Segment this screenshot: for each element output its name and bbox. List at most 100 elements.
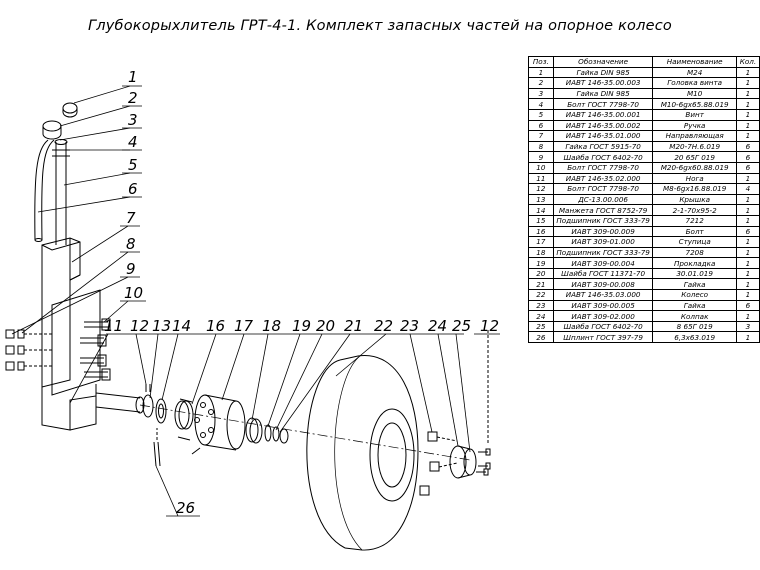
cell-qty: 6 [735,225,760,238]
cell-pos: 21 [528,278,554,291]
cell-designation: Гайка ГОСТ 5915-70 [552,140,654,153]
cell-pos: 14 [528,204,554,216]
cell-qty: 1 [735,66,760,79]
wheel-nuts [419,431,458,496]
callout-12b: 12 [480,317,499,335]
cell-name: М20-6gх60.88.019 [652,161,737,174]
cell-qty: 1 [735,278,760,291]
cap-bolts [476,330,491,476]
cell-qty: 1 [735,172,760,185]
cell-qty: 1 [735,98,760,110]
callout-24: 24 [428,317,447,335]
cell-pos: 5 [528,108,554,121]
callout-9: 9 [126,260,136,278]
callout-underlines [106,85,500,335]
cell-name: Колесо [652,289,737,301]
hub-cap [449,445,477,479]
cell-name: Гайка [652,278,737,291]
cell-designation: ИАВТ 146-35.00.002 [552,119,654,132]
cell-qty: 4 [735,183,760,195]
cell-designation: ИАВТ 146-35.00.003 [552,77,654,89]
cell-name: М20-7Н.6.019 [652,140,737,153]
cell-qty: 1 [735,214,760,227]
callout-17: 17 [234,317,254,335]
cell-name: 20 65Г 019 [652,151,737,163]
cell-name: М10-6gх65.88.019 [652,98,737,110]
cell-pos: 19 [528,257,554,269]
cell-designation: Подшипник ГОСТ 333-79 [552,246,654,259]
cell-qty: 1 [735,108,760,121]
cell-designation: ИАВТ 309-01.000 [552,236,654,248]
cell-pos: 6 [528,119,554,132]
cell-designation: Подшипник ГОСТ 333-79 [552,214,654,227]
guide-bracket [41,237,101,396]
callout-8: 8 [126,235,136,253]
callout-labels: 1 2 3 4 5 6 7 8 9 10 11 12 13 14 16 17 1… [104,68,499,517]
table-header-row: Поз. Обозначение Наименование Кол. [528,56,760,68]
cell-designation: Болт ГОСТ 7798-70 [552,183,654,195]
callout-25: 25 [452,317,471,335]
cell-designation: ИАВТ 309-00.004 [552,257,654,269]
cell-qty: 1 [735,267,760,280]
cell-pos: 4 [528,98,554,110]
callout-11: 11 [104,317,123,335]
callout-2: 2 [128,89,138,107]
cell-designation: ИАВТ 146-35.01.000 [552,130,654,142]
cell-name: 6,3х63.019 [652,331,737,344]
cell-designation: Болт ГОСТ 7798-70 [552,98,654,110]
cell-qty: 6 [735,151,760,163]
screw-assembly [34,102,78,245]
cell-pos: 22 [528,289,554,301]
cell-pos: 15 [528,214,554,227]
cell-name: М10 [652,87,737,100]
cell-name: Нога [652,172,737,185]
cell-pos: 18 [528,246,554,259]
cell-qty: 1 [735,310,760,322]
cell-qty: 1 [735,193,760,206]
cell-qty: 6 [735,140,760,153]
cell-designation: Гайка DIN 985 [552,87,654,100]
callout-21: 21 [344,317,363,335]
cell-designation: ИАВТ 146-35.00.001 [552,108,654,121]
cell-pos: 23 [528,299,554,312]
cell-name: Ступица [652,236,737,248]
cell-designation: Манжета ГОСТ 8752-79 [552,204,654,216]
cell-pos: 3 [528,87,554,100]
callout-6: 6 [128,180,138,198]
callout-23: 23 [400,317,419,335]
cell-name: Ручка [652,119,737,132]
cell-name: Направляющая [652,130,737,142]
cell-name: Крышка [652,193,737,206]
header-name: Наименование [652,56,737,68]
cell-qty: 1 [735,204,760,216]
cell-qty: 1 [735,236,760,248]
cell-designation: ДС-13.00.006 [552,193,654,206]
callout-20: 20 [316,317,335,335]
cell-pos: 20 [528,267,554,280]
cell-name: Винт [652,108,737,121]
cell-qty: 6 [735,299,760,312]
callout-14: 14 [172,317,191,335]
cell-qty: 6 [735,161,760,174]
cell-qty: 1 [735,331,760,344]
callout-5: 5 [128,156,138,174]
cell-designation: Болт ГОСТ 7798-70 [552,161,654,174]
cell-name: Прокладка [652,257,737,269]
callout-3: 3 [128,111,138,129]
